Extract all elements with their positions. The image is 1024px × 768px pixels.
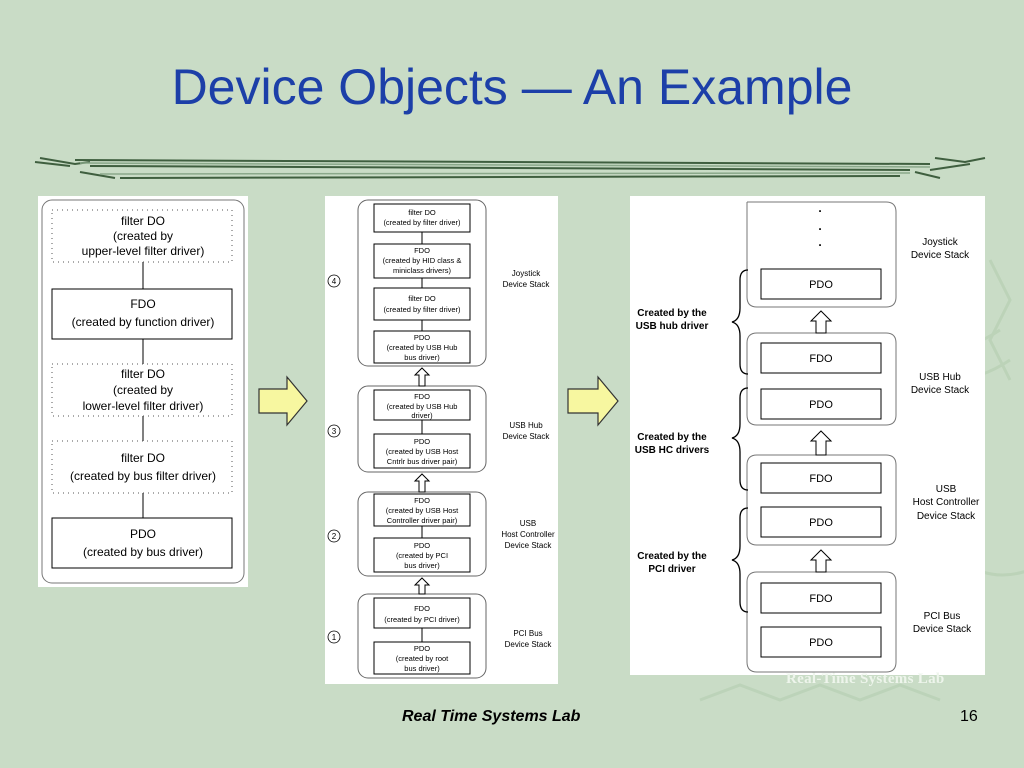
p2-box5-l2: (created by USB Hub [387,402,458,411]
p3-box5: PDO [809,517,833,529]
p2-num-2: 2 [332,532,337,541]
p3-dot-1: . [818,201,821,215]
p1-box1-sub2: upper-level filter driver) [82,244,205,258]
p2-box10-l2: (created by root [396,654,449,663]
p1-box4-title: filter DO [121,451,165,465]
p1-box2-sub1: (created by function driver) [72,315,215,329]
p1-box1-sub1: (created by [113,229,173,243]
p2-stack4-l1: PCI Bus [513,629,542,638]
p1-box2-title: FDO [130,297,155,311]
footer-text: Real Time Systems Lab [402,708,581,725]
p3-stack3-l1: USB [936,484,957,495]
p2-num-1: 1 [332,633,337,642]
p2-box2-l1: FDO [414,246,430,255]
p3-dot-3: . [818,235,821,249]
p2-box4-l1: PDO [414,333,430,342]
p3-created1-l2: USB hub driver [636,321,709,332]
p2-stack1-l2: Device Stack [503,280,551,289]
p1-box5-sub1: (created by bus driver) [83,545,203,559]
p3-stack3-l3: Device Stack [917,511,976,522]
p3-stack1-l2: Device Stack [911,250,970,261]
p2-num-4: 4 [332,277,337,286]
p2-box10-l3: bus driver) [404,664,440,673]
p2-box8-l1: PDO [414,541,430,550]
panel-usb-stack-detail: filter DO (created by filter driver) FDO… [325,196,558,684]
panel-generic-stack: filter DO (created by upper-level filter… [38,196,248,587]
p1-box3-sub2: lower-level filter driver) [83,399,204,413]
p2-stack2-l1: USB Hub [509,421,543,430]
p2-box8-l2: (created by PCI [396,551,448,560]
p2-stack2-l2: Device Stack [503,432,551,441]
decorative-divider [34,157,986,179]
p3-created2-l2: USB HC drivers [635,445,710,456]
p2-box2-l3: miniclass drivers) [393,266,451,275]
p2-box1-l2: (created by filter driver) [383,218,461,227]
p3-box7: PDO [809,637,833,649]
p3-box2: FDO [809,353,833,365]
p3-box6: FDO [809,593,833,605]
p3-stack2-l2: Device Stack [911,385,970,396]
p2-box8-l3: bus driver) [404,561,440,570]
p2-box6-l3: Cntrlr bus driver pair) [387,457,458,466]
p3-dot-2: . [818,219,821,233]
p3-box4: FDO [809,473,833,485]
p3-box3: PDO [809,399,833,411]
p2-box9-l2: (created by PCI driver) [384,615,460,624]
p3-created3-l2: PCI driver [648,564,695,575]
p2-box7-l3: Controller driver pair) [387,516,458,525]
p3-box1: PDO [809,279,833,291]
p3-stack1-l1: Joystick [922,237,959,248]
p2-stack4-l2: Device Stack [505,640,553,649]
p2-box3-l1: filter DO [408,294,436,303]
p3-created3-l1: Created by the [637,551,707,562]
p2-box10-l1: PDO [414,644,430,653]
p2-stack3-l3: Device Stack [505,541,553,550]
p3-created1-l1: Created by the [637,308,707,319]
p2-box6-l2: (created by USB Host [386,447,459,456]
p2-box9-l1: FDO [414,604,430,613]
watermark-logo: Real-Time Systems Lab [786,671,945,687]
p2-stack3-l1: USB [520,519,536,528]
p3-stack4-l1: PCI Bus [924,611,961,622]
p3-stack3-l2: Host Controller [913,497,980,508]
usb-stack-detail-diagram: filter DO (created by filter driver) FDO… [327,199,555,679]
p2-box5-l1: FDO [414,392,430,401]
p2-box6-l1: PDO [414,437,430,446]
generic-stack-diagram: filter DO (created by upper-level filter… [41,199,245,584]
p2-stack3-l2: Host Controller [501,530,555,539]
p3-stack4-l2: Device Stack [913,624,972,635]
p1-box3-title: filter DO [121,367,165,381]
p2-num-3: 3 [332,427,337,436]
p1-box4-sub1: (created by bus filter driver) [70,469,216,483]
p1-box3-sub1: (created by [113,383,173,397]
p3-created2-l1: Created by the [637,432,707,443]
p2-box5-l3: driver) [411,411,433,420]
p2-box7-l2: (created by USB Host [386,506,459,515]
p3-stack2-l1: USB Hub [919,372,961,383]
usb-stack-summary-diagram: . . . PDO FDO PDO FDO PDO FD [635,201,980,673]
right-arrow-icon [567,375,619,427]
right-arrow-icon [258,375,308,427]
p2-box4-l3: bus driver) [404,353,440,362]
slide-title: Device Objects — An Example [171,59,853,115]
p2-box2-l2: (created by HID class & [383,256,462,265]
p1-box5-title: PDO [130,527,156,541]
p2-box4-l2: (created by USB Hub [387,343,458,352]
panel-usb-stack-summary: . . . PDO FDO PDO FDO PDO FD [630,196,985,675]
p2-stack1-l1: Joystick [512,269,541,278]
p1-box1-title: filter DO [121,214,165,228]
page-number: 16 [960,708,978,725]
p2-box1-l1: filter DO [408,208,436,217]
p2-box7-l1: FDO [414,496,430,505]
p2-box3-l2: (created by filter driver) [383,305,461,314]
